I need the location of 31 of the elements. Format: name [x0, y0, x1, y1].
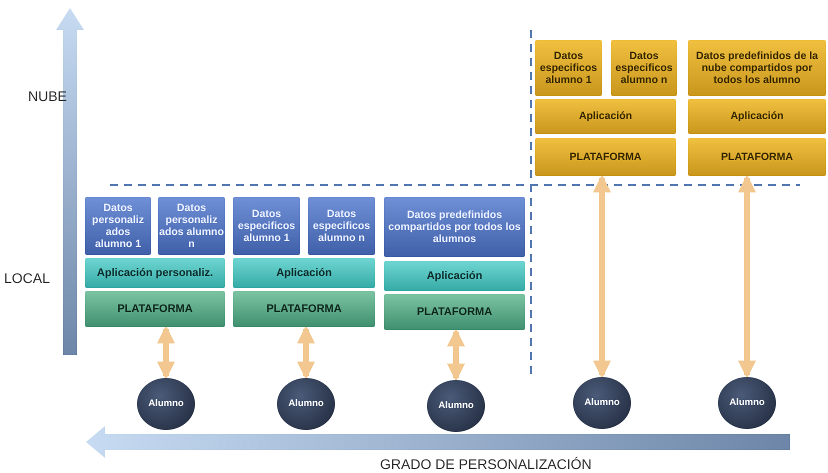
platform-box: PLATAFORMA	[85, 291, 225, 327]
axis-label: LOCAL	[4, 270, 50, 286]
student-circle: Alumno	[137, 378, 195, 430]
student-circle: Alumno	[573, 377, 631, 429]
platform-box: PLATAFORMA	[384, 294, 525, 330]
student-circle: Alumno	[277, 378, 335, 430]
cloud-box: Aplicación	[535, 99, 676, 134]
platform-box: PLATAFORMA	[233, 291, 375, 327]
double-arrow	[447, 328, 465, 382]
data-box: Datos personaliz ados alumno n	[158, 197, 225, 255]
data-box: Datos personaliz ados alumno 1	[85, 197, 151, 255]
double-arrow	[593, 174, 611, 379]
double-arrow	[157, 325, 175, 380]
cloud-box: Datos especificos alumno 1	[535, 40, 602, 96]
cloud-box: Aplicación	[688, 99, 826, 134]
application-box: Aplicación	[384, 261, 525, 291]
data-box: Datos especificos alumno 1	[233, 197, 300, 255]
application-box: Aplicación personaliz.	[85, 258, 225, 288]
cloud-box: PLATAFORMA	[688, 138, 826, 176]
student-circle: Alumno	[718, 377, 776, 429]
cloud-box: Datos predefinidos de la nube compartidos por todos los alumno	[688, 40, 826, 96]
cloud-box: Datos especificos alumno n	[611, 40, 677, 96]
double-arrow	[297, 325, 315, 380]
data-box: Datos especificos alumno n	[308, 197, 375, 255]
axis-label: GRADO DE PERSONALIZACIÓN	[380, 456, 592, 472]
data-box: Datos predefinidos compartidos por todos los alumnos	[384, 197, 525, 257]
student-circle: Alumno	[427, 380, 485, 432]
double-arrow	[738, 174, 756, 379]
application-box: Aplicación	[233, 258, 375, 288]
axis-label: NUBE	[28, 88, 67, 104]
cloud-box: PLATAFORMA	[535, 138, 676, 176]
